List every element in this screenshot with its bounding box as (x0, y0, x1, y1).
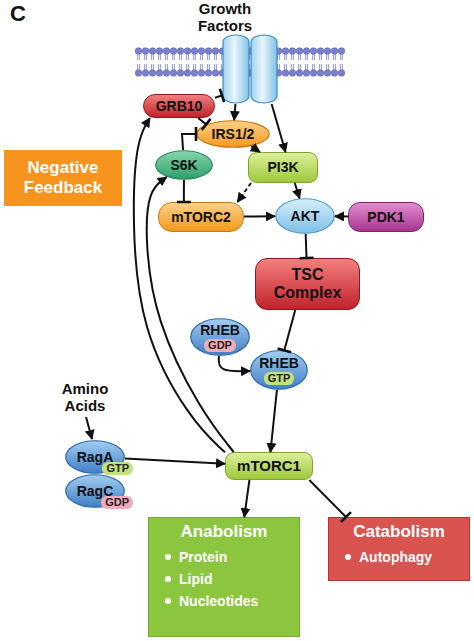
node-ellipse (197, 121, 270, 148)
inhibition-line (215, 95, 222, 97)
inhibition-line (305, 234, 308, 258)
box-title: Catabolism (329, 522, 469, 542)
node-label: AKT (291, 208, 320, 224)
amino-acid-arrow (86, 417, 92, 439)
bullet-row: Autophagy (345, 549, 469, 565)
activation-arrow (125, 459, 225, 464)
protein-box: PDK1 (348, 202, 424, 232)
activation-arrow (272, 104, 286, 152)
activation-arrow (244, 480, 249, 517)
receptor-cylinder (223, 35, 249, 103)
receptor: Growth Factors (222, 34, 278, 104)
node-label: Negative Feedback (5, 158, 121, 197)
nucleotide-badge: GTP (102, 462, 133, 475)
protein-box: PI3K (248, 152, 318, 183)
node-label: mTORC1 (237, 457, 301, 474)
gtpase-ellipse: RHEBGDP (190, 318, 250, 356)
node-label: RHEB (259, 355, 299, 371)
inhibition-line (309, 480, 346, 517)
bullet-dot (165, 554, 171, 560)
bullet-dot (165, 598, 171, 604)
bullet-row: Nucleotides (165, 593, 299, 609)
node-label: IRS1/2 (212, 126, 255, 142)
bullet-text: Lipid (179, 571, 212, 587)
gtpase-ellipse: RagCGDP (65, 474, 125, 508)
node-label: TSC Complex (270, 266, 345, 303)
complex-box: TSC Complex (255, 258, 360, 310)
box-title: Anabolism (149, 522, 299, 542)
receptor-heading: Growth Factors (180, 0, 270, 35)
protein-box: GRB10 (143, 94, 215, 118)
inhibition-line (182, 134, 196, 150)
activation-arrow (295, 183, 300, 198)
node-label: PI3K (267, 159, 298, 175)
gtpase-ellipse: RagAGTP (65, 440, 125, 474)
activation-arrow (335, 215, 348, 217)
note-box: Negative Feedback (4, 150, 122, 206)
outcome-box: CatabolismAutophagy (328, 517, 470, 581)
node-ellipse (251, 351, 308, 390)
node-label: mTORC2 (171, 209, 231, 225)
activation-arrow (219, 356, 250, 371)
bullet-dot (345, 554, 351, 560)
inhibition-line (198, 118, 206, 124)
node-label: GRB10 (156, 98, 203, 114)
bullet-text: Autophagy (359, 549, 432, 565)
bullet-text: Nucleotides (179, 593, 258, 609)
node-ellipse (156, 151, 213, 180)
protein-ellipse: AKT (275, 198, 335, 234)
outcome-box: AnabolismProteinLipidNucleotides (148, 517, 300, 637)
complex-box: mTORC1 (225, 452, 313, 480)
bullet-row: Protein (165, 549, 299, 565)
node-ellipse (276, 199, 335, 234)
node-label: S6K (170, 157, 197, 173)
activation-arrow (134, 118, 225, 452)
activation-arrow (147, 177, 234, 452)
inhibition-line (284, 310, 295, 350)
bullet-text: Protein (179, 549, 227, 565)
nucleotide-badge: GTP (264, 372, 295, 385)
protein-ellipse: S6K (155, 150, 213, 180)
receptor-symbol (222, 34, 278, 104)
input-label: Amino Acids (50, 380, 120, 415)
bullet-dot (165, 576, 171, 582)
protein-ellipse: IRS1/2 (196, 120, 270, 148)
node-label: RHEB (200, 322, 240, 338)
panel-letter: C (6, 1, 30, 26)
activation-arrow (234, 104, 235, 120)
complex-box: mTORC2 (158, 202, 244, 232)
activation-arrow (244, 215, 275, 217)
node-label: PDK1 (367, 209, 404, 225)
nucleotide-badge: GDP (204, 339, 236, 352)
activation-arrow (270, 390, 276, 452)
inhibition-line (183, 180, 185, 202)
node-ellipse (191, 319, 250, 356)
receptor-cylinder (251, 35, 277, 103)
activation-arrow (251, 146, 260, 152)
nucleotide-badge: GDP (101, 496, 133, 509)
bullet-row: Lipid (165, 571, 299, 587)
activation-arrow (237, 183, 251, 202)
gtpase-ellipse: RHEBGTP (250, 350, 308, 390)
